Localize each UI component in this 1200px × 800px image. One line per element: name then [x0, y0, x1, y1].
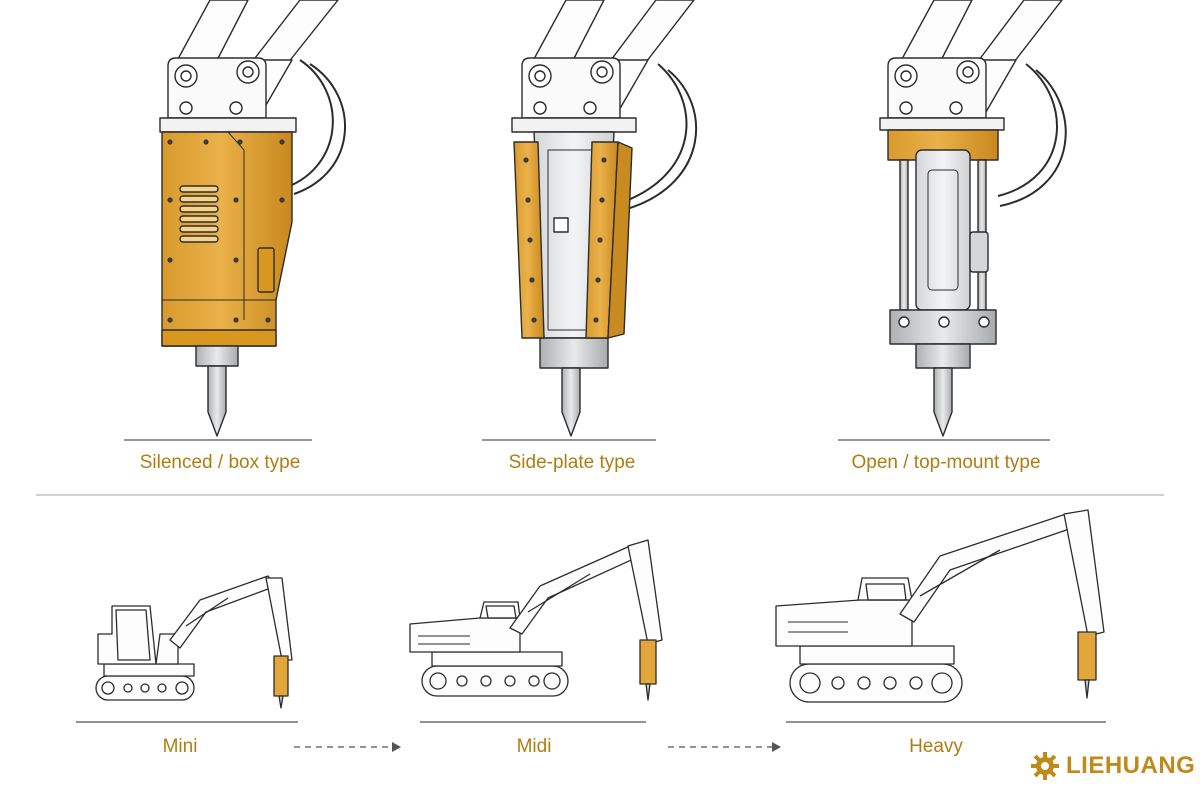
silenced-housing: [162, 132, 292, 346]
label-heavy: Heavy: [909, 736, 963, 758]
label-midi: Midi: [517, 736, 552, 758]
hydraulic-hose: [628, 64, 696, 208]
brand-name: LIEHUANG: [1066, 752, 1195, 780]
label-open-top-mount-type: Open / top-mount type: [851, 452, 1040, 474]
track: [790, 664, 962, 702]
breaker-open-top-mount: [880, 0, 1066, 436]
hydraulic-hose: [292, 60, 345, 194]
size-progression-arrow-1: [294, 742, 401, 752]
label-side-plate-type: Side-plate type: [509, 452, 636, 474]
breaker-silenced-box: [160, 0, 345, 436]
hydraulic-hose: [998, 64, 1066, 206]
excavator-mini: [96, 576, 292, 708]
size-progression-arrow-2: [668, 742, 781, 752]
lower-collar: [890, 310, 996, 344]
mounting-bracket: [888, 58, 986, 118]
chisel-tool: [562, 368, 580, 436]
chisel-tool: [196, 346, 238, 436]
brand-logo: LIEHUANG: [1030, 748, 1200, 784]
side-plate-right: [586, 142, 632, 338]
track: [422, 666, 568, 696]
gear-icon: [1030, 751, 1060, 781]
label-mini: Mini: [163, 736, 198, 758]
mounting-bracket: [522, 58, 620, 118]
chisel-tool: [934, 368, 952, 436]
mounting-bracket: [168, 58, 266, 118]
label-silenced-box-type: Silenced / box type: [140, 452, 301, 474]
breaker-side-plate: [512, 0, 696, 436]
excavator-midi: [410, 540, 662, 700]
track: [96, 676, 194, 700]
excavator-heavy: [776, 510, 1104, 702]
breaker-cylinder: [916, 150, 988, 310]
